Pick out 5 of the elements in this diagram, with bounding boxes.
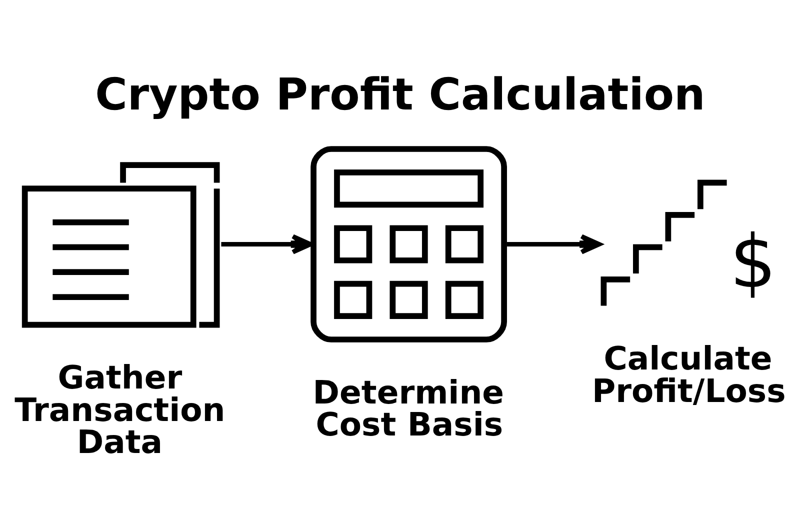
node-label: Determine Cost Basis [312,372,504,444]
node-text: $ [730,219,776,304]
node-label: Gather Transaction Data [14,358,226,461]
diagram-title: Crypto Profit Calculation [95,68,706,120]
node-label: Calculate Profit/Loss [592,339,786,410]
